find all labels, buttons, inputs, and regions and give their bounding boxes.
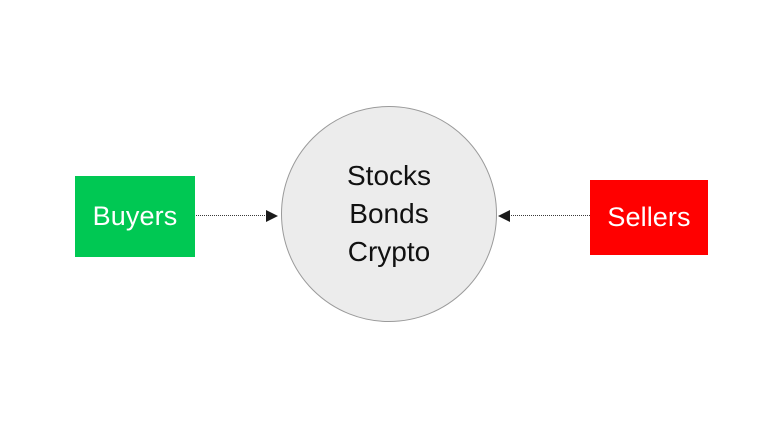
edge-buyers-to-market bbox=[196, 209, 280, 223]
edge-sellers-to-market-line bbox=[511, 215, 590, 216]
node-buyers[interactable]: Buyers bbox=[75, 176, 195, 257]
edge-sellers-to-market bbox=[498, 209, 590, 223]
node-market-line-3: Crypto bbox=[347, 236, 431, 267]
node-market-line-1: Stocks bbox=[346, 160, 432, 191]
edge-buyers-to-market-line bbox=[196, 215, 267, 216]
arrowhead-right-icon bbox=[266, 210, 278, 222]
node-sellers[interactable]: Sellers bbox=[590, 180, 708, 255]
node-sellers-label: Sellers bbox=[607, 202, 691, 232]
node-buyers-label: Buyers bbox=[92, 201, 178, 231]
node-market-line-2: Bonds bbox=[349, 198, 429, 229]
node-market[interactable]: Stocks Bonds Crypto bbox=[281, 106, 497, 322]
arrowhead-left-icon bbox=[498, 210, 510, 222]
